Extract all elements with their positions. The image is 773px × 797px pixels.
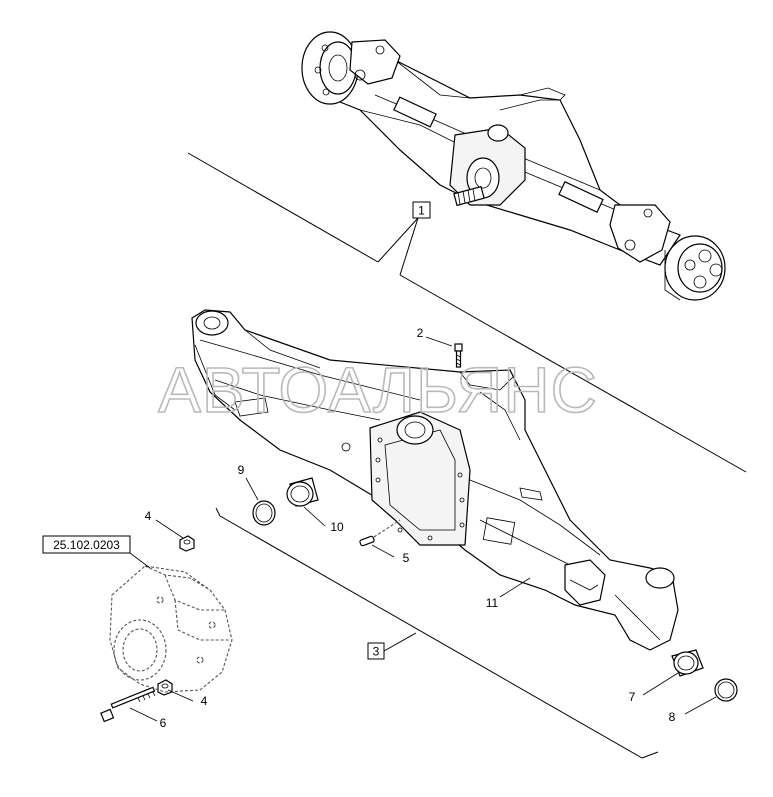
callout-box-1 [412,201,431,219]
callout-11: 11 [486,596,499,610]
nut-part-4-upper [179,535,195,552]
axle-assembly-illustration [301,31,726,301]
callout-5: 5 [403,551,410,565]
bolt-part-2 [454,343,463,368]
callout-4-upper: 4 [145,509,152,523]
callout-3: 3 [373,645,380,659]
watermark-text: АВТОАЛЬЯНС [158,354,598,426]
callout-4-lower: 4 [201,694,208,708]
reference-code-label: 25.102.0203 [53,538,120,552]
callout-10: 10 [330,520,344,534]
axle-housing-beam [191,309,679,651]
seal-ring-part-8 [714,678,738,702]
callout-8: 8 [669,710,676,724]
callout-7: 7 [629,690,636,704]
pin-part-5 [359,519,401,547]
nut-part-4-lower [157,679,173,696]
bushing-part-7 [671,649,704,677]
callout-6: 6 [160,716,167,730]
differential-carrier-reference-illustration [109,565,233,693]
bolt-part-6 [100,686,156,723]
callouts: 1 2 3 4 4 5 6 7 8 9 10 11 25.102.0203 [42,201,676,730]
leader-lines [187,152,747,759]
callout-2: 2 [417,326,424,340]
reference-code-box [42,535,131,554]
callout-1: 1 [418,204,425,218]
bushing-part-10 [286,477,319,507]
callout-box-3 [367,642,385,660]
callout-leaders [129,336,717,722]
callout-9: 9 [238,463,245,477]
seal-ring-part-9 [252,500,276,526]
